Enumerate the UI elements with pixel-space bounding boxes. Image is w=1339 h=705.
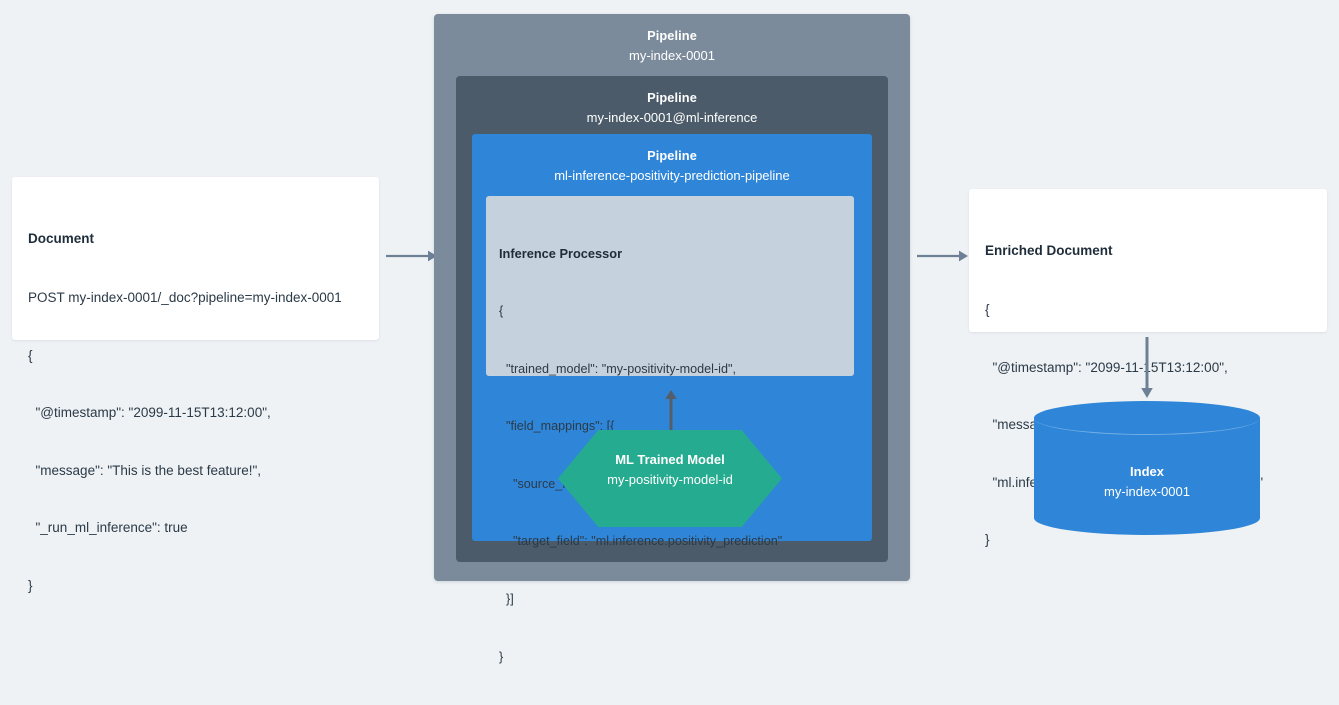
document-title: Document <box>28 231 95 247</box>
ml-trained-model-node: ML Trained Model my-positivity-model-id <box>558 430 782 527</box>
document-line-5: } <box>28 578 33 594</box>
inference-processor-card: Inference Processor { "trained_model": "… <box>486 196 854 664</box>
diagram-canvas: Document POST my-index-0001/_doc?pipelin… <box>12 14 1327 664</box>
index-kind: Index <box>1130 464 1164 479</box>
inference-processor-title: Inference Processor <box>499 246 623 262</box>
cylinder-top-ellipse <box>1034 401 1260 435</box>
document-card: Document POST my-index-0001/_doc?pipelin… <box>12 177 379 593</box>
arrow-right-icon <box>917 250 968 262</box>
arrow-enriched-document-to-index <box>1139 337 1155 399</box>
arrow-down-icon <box>1141 337 1153 398</box>
pipeline-middle-header: Pipeline my-index-0001@ml-inference <box>456 76 888 127</box>
pipeline-outer-name: my-index-0001 <box>629 48 715 63</box>
pipeline-outer-header: Pipeline my-index-0001 <box>434 14 910 65</box>
inference-processor-line-0: { <box>499 304 504 319</box>
enriched-document-line-4: } <box>985 532 990 548</box>
inference-processor-line-4: "target_field": "ml.inference.positivity… <box>499 534 783 549</box>
ml-trained-model-name: my-positivity-model-id <box>607 472 733 487</box>
pipeline-inner-name: ml-inference-positivity-prediction-pipel… <box>554 168 790 183</box>
arrow-document-to-pipeline <box>386 248 438 264</box>
pipeline-outer-kind: Pipeline <box>647 28 697 43</box>
arrow-model-to-processor <box>663 389 679 434</box>
document-line-3: "message": "This is the best feature!", <box>28 462 262 478</box>
pipeline-middle-kind: Pipeline <box>647 90 697 105</box>
enriched-document-line-0: { <box>985 302 990 318</box>
arrow-right-icon <box>386 250 437 262</box>
inference-processor-line-6: } <box>499 649 504 664</box>
enriched-document-card: Enriched Document { "@timestamp": "2099-… <box>969 189 1327 547</box>
inference-processor-line-2: "field_mappings": [{ <box>499 419 615 434</box>
index-cylinder: Index my-index-0001 <box>1034 401 1260 535</box>
enriched-document-line-1: "@timestamp": "2099-11-15T13:12:00", <box>985 359 1228 375</box>
pipeline-inner-kind: Pipeline <box>647 148 697 163</box>
document-line-2: "@timestamp": "2099-11-15T13:12:00", <box>28 405 271 421</box>
arrow-up-icon <box>665 390 677 434</box>
pipeline-middle-name: my-index-0001@ml-inference <box>586 110 758 125</box>
ml-trained-model-kind: ML Trained Model <box>615 452 725 467</box>
inference-processor-line-1: "trained_model": "my-positivity-model-id… <box>499 361 736 376</box>
document-line-4: "_run_ml_inference": true <box>28 520 188 536</box>
arrow-pipeline-to-enriched-document <box>917 248 969 264</box>
enriched-document-title: Enriched Document <box>985 243 1113 259</box>
inference-processor-line-5: }] <box>499 592 514 607</box>
index-label: Index my-index-0001 <box>1034 463 1260 501</box>
pipeline-inner-header: Pipeline ml-inference-positivity-predict… <box>472 134 872 185</box>
index-name: my-index-0001 <box>1104 484 1190 499</box>
document-line-0: POST my-index-0001/_doc?pipeline=my-inde… <box>28 290 342 306</box>
document-line-1: { <box>28 347 33 363</box>
